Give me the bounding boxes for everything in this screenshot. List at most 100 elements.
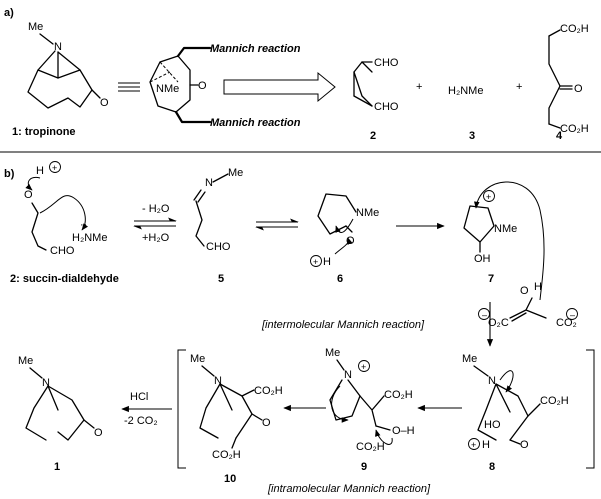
compound-6-o-label: O	[346, 235, 355, 247]
retrosynthesis-structure: NMe O Mannich reaction Mannich reaction	[149, 43, 301, 129]
compound-4-number: 4	[556, 130, 563, 142]
compound-9-me-label: Me	[325, 347, 340, 359]
final-tropinone-structure: Me N O	[18, 355, 103, 441]
co2-right-label: CO₂	[556, 317, 577, 329]
compound-4-structure: O CO₂H CO₂H	[548, 23, 589, 135]
mannich-top-label: Mannich reaction	[210, 43, 301, 55]
mannich-bottom-label: Mannich reaction	[210, 117, 301, 129]
equilibrium-arrows-2	[255, 218, 299, 231]
compound-4-co2h-top: CO₂H	[560, 23, 589, 35]
svg-text:+: +	[486, 192, 491, 202]
compound-8-h-label: H	[482, 439, 490, 451]
compound-5-structure: N Me CHO	[193, 167, 243, 253]
imine-me-label: Me	[228, 167, 243, 179]
svg-text:–: –	[482, 310, 487, 320]
plus-sign-2: +	[516, 81, 522, 93]
enol-o-label: O	[520, 285, 529, 297]
compound-3-methylamine: H₂NMe	[448, 85, 483, 97]
compound-9-oh-label: O–H	[392, 425, 415, 437]
tropinone-o-label: O	[100, 97, 109, 109]
imine-n-label: N	[205, 177, 213, 189]
tropinone-label: 1: tropinone	[12, 126, 76, 138]
succindialdehyde-label: 2: succin-dialdehyde	[10, 273, 119, 285]
final-n-label: N	[42, 377, 50, 389]
equivalence-symbol	[118, 82, 140, 92]
intermediate-brackets	[177, 349, 595, 469]
decarboxylation-step: HCl -2 CO₂	[121, 391, 172, 427]
compound-2-number: 2	[370, 130, 376, 142]
proton-h-label: H	[36, 165, 44, 177]
compound-7-oh-label: OH	[474, 253, 491, 265]
compound-10-o-label: O	[262, 417, 271, 429]
compound-2-cho-bottom: CHO	[374, 101, 399, 113]
retrosynthesis-arrow	[223, 71, 336, 103]
svg-text:+: +	[361, 362, 366, 372]
compound-7-structure: + NMe OH	[463, 181, 545, 301]
compound-10-structure: Me N CO₂H O CO₂H	[190, 353, 283, 461]
plus-sign-1: +	[416, 81, 422, 93]
compound-9-co2h-bottom: CO₂H	[356, 441, 385, 453]
svg-text:–: –	[570, 310, 575, 320]
minus-water-label: - H₂O	[142, 203, 170, 215]
succindialdehyde-amine: H + O CHO ·· H₂NMe	[24, 161, 107, 257]
final-compound-number: 1	[54, 461, 60, 473]
tropinone-n-label: N	[54, 41, 62, 53]
compound-8-n-label: N	[488, 375, 496, 387]
compound-7-number: 7	[488, 273, 494, 285]
svg-text:+: +	[471, 440, 476, 450]
compound-9-number: 9	[361, 461, 367, 473]
final-o-label: O	[94, 427, 103, 439]
hcl-label: HCl	[130, 391, 148, 403]
tropinone-methyl-label: Me	[28, 21, 43, 33]
compound-10-co2h-top: CO₂H	[254, 385, 283, 397]
svg-text:+: +	[52, 163, 57, 173]
intramolecular-mannich-label: [intramolecular Mannich reaction]	[267, 483, 431, 495]
compound-10-co2h-bottom: CO₂H	[212, 449, 241, 461]
o2c-left-label: O₂C	[488, 317, 509, 329]
compound-8-co2h-label: CO₂H	[540, 395, 569, 407]
methylamine-label: H₂NMe	[72, 232, 107, 244]
dots: ··	[80, 219, 87, 231]
panel-a: a) Me N O 1: tropinone NMe O	[4, 7, 589, 142]
compound-9-structure: Me N + CO₂H O–H CO₂H	[325, 347, 415, 453]
compound-5-cho-label: CHO	[206, 241, 231, 253]
compound-10-n-label: N	[214, 375, 222, 387]
equilibrium-arrows-1: - H₂O +H₂O	[133, 203, 177, 244]
compound-10-number: 10	[224, 473, 236, 485]
compound-10-me-label: Me	[190, 353, 205, 365]
plus-water-label: +H₂O	[142, 232, 170, 244]
compound-9-co2h-top: CO₂H	[384, 389, 413, 401]
compound-8-ho-label: HO	[484, 419, 501, 431]
final-me-label: Me	[18, 355, 33, 367]
aldehyde-cho-label: CHO	[50, 245, 75, 257]
tropinone-structure: Me N O	[27, 21, 109, 109]
retro-nme-label: NMe	[156, 83, 179, 95]
panel-a-tag: a)	[4, 7, 14, 19]
panel-b: b) H + O CHO ·· H₂NMe 2: succin-dialdehy…	[4, 161, 595, 495]
aldehyde-o-label: O	[24, 189, 33, 201]
compound-2-structure: CHO CHO	[353, 57, 399, 113]
compound-7-nme-label: NMe	[494, 223, 517, 235]
compound-2-cho-top: CHO	[374, 57, 399, 69]
minus-co2-label: -2 CO₂	[124, 415, 158, 427]
panel-b-tag: b)	[4, 168, 15, 180]
enolate-structure: O H O₂C – CO₂ –	[478, 281, 578, 329]
compound-5-number: 5	[218, 273, 224, 285]
compound-8-structure: Me N CO₂H O HO + H	[462, 353, 569, 451]
enol-h-label: H	[534, 281, 542, 293]
compound-6-h-label: H	[323, 256, 331, 268]
compound-6-number: 6	[337, 273, 343, 285]
svg-text:+: +	[313, 257, 318, 267]
retro-o-label: O	[198, 80, 207, 92]
compound-4-ketone-o: O	[574, 83, 583, 95]
intermolecular-mannich-label: [intermolecular Mannich reaction]	[261, 319, 425, 331]
compound-4-co2h-bottom: CO₂H	[560, 123, 589, 135]
compound-9-n-label: N	[344, 369, 352, 381]
compound-8-o-label: O	[520, 439, 529, 451]
compound-6-structure: NMe O + H	[310, 193, 379, 268]
compound-3-number: 3	[469, 130, 475, 142]
compound-8-me-label: Me	[462, 353, 477, 365]
compound-8-number: 8	[489, 461, 495, 473]
compound-6-nme-label: NMe	[356, 207, 379, 219]
